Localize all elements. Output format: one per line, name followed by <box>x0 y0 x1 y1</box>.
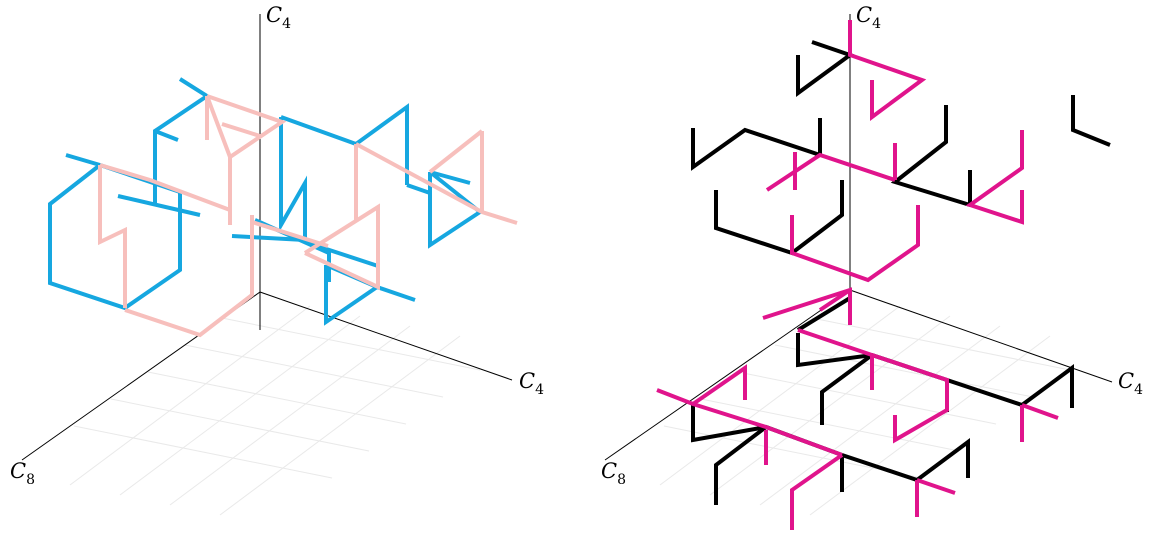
left-right-axis <box>259 291 513 381</box>
right-axes <box>604 14 1113 461</box>
right-panel: C4 C4 C8 <box>601 3 1143 530</box>
right-secondary-edges <box>656 20 1059 530</box>
right-right-axis <box>849 289 1113 383</box>
left-label-right: C4 <box>519 369 544 398</box>
left-floor-grid <box>69 305 481 516</box>
left-secondary-edges <box>98 94 518 338</box>
right-floor-grid <box>659 305 1071 516</box>
right-label-left: C8 <box>601 459 626 488</box>
right-label-vertical: C4 <box>856 3 881 32</box>
right-label-right: C4 <box>1118 369 1143 398</box>
right-left-axis <box>604 289 851 461</box>
left-panel: C4 C4 C8 <box>10 3 544 516</box>
left-label-left: C8 <box>10 459 35 488</box>
left-label-vertical: C4 <box>266 3 291 32</box>
